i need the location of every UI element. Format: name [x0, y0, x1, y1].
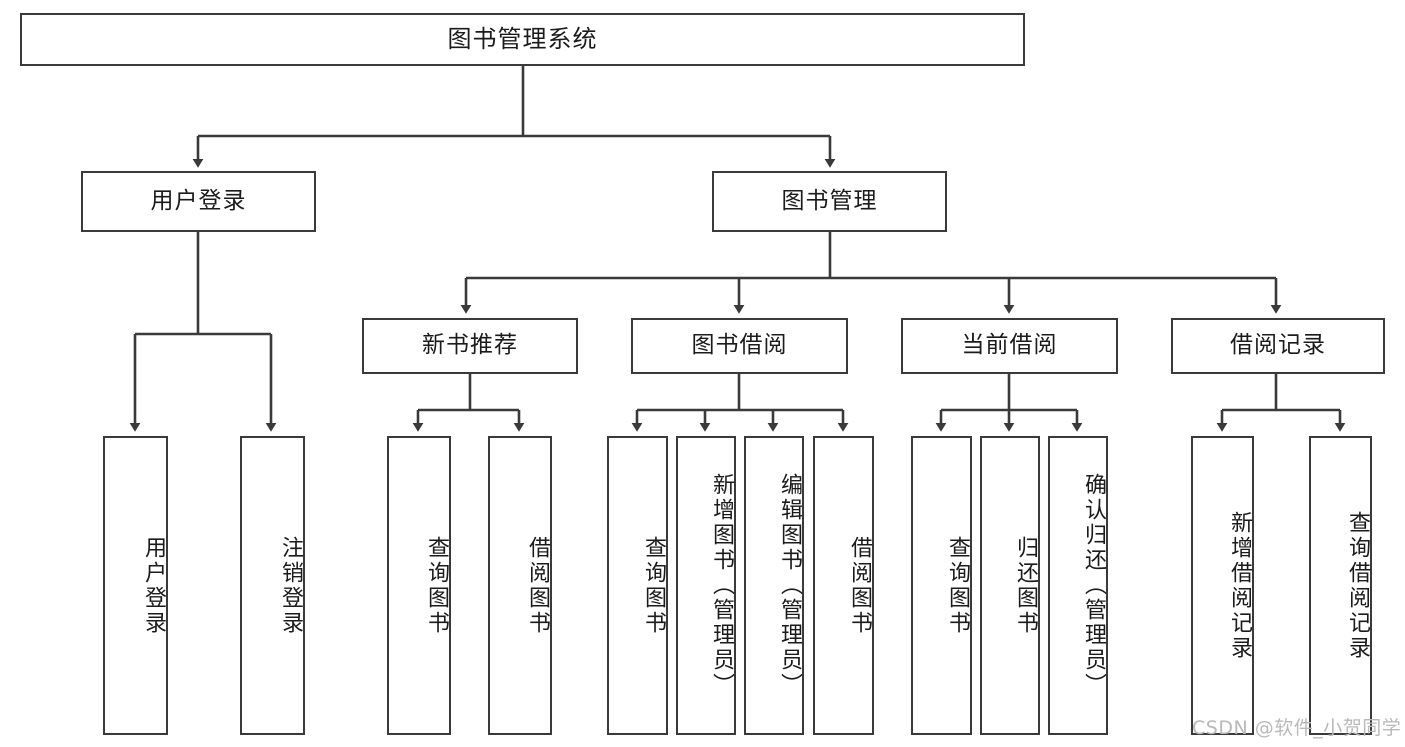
leaf-borrow-book[interactable]: 借阅图书	[813, 436, 874, 735]
leaf-label: 查询图书	[641, 535, 666, 636]
leaf-edit-book-admin[interactable]: 编辑图书（管理员）	[744, 436, 804, 735]
node-book-borrow[interactable]: 图书借阅	[631, 318, 848, 374]
leaf-label: 查询图书	[424, 535, 449, 636]
node-user-login[interactable]: 用户登录	[81, 171, 316, 232]
leaf-label: 借阅图书	[847, 535, 872, 636]
leaf-label: 借阅图书	[525, 535, 550, 636]
leaf-query-book-recommend[interactable]: 查询图书	[387, 436, 451, 735]
leaf-label: 新增借阅记录	[1227, 510, 1252, 661]
leaf-query-book-current[interactable]: 查询图书	[911, 436, 972, 735]
leaf-label: 注销登录	[278, 535, 303, 636]
node-new-book-recommend[interactable]: 新书推荐	[362, 318, 578, 374]
leaf-label: 确认归还（管理员）	[1081, 473, 1106, 698]
leaf-add-borrow-record[interactable]: 新增借阅记录	[1191, 436, 1254, 735]
leaf-query-borrow-record[interactable]: 查询借阅记录	[1309, 436, 1372, 735]
leaf-return-book[interactable]: 归还图书	[980, 436, 1040, 735]
csdn-watermark: CSDN @软件_小贺同学	[1192, 717, 1402, 739]
leaf-borrow-book-recommend[interactable]: 借阅图书	[488, 436, 552, 735]
leaf-confirm-return-admin[interactable]: 确认归还（管理员）	[1048, 436, 1108, 735]
leaf-logout[interactable]: 注销登录	[240, 436, 305, 735]
node-borrow-record[interactable]: 借阅记录	[1171, 318, 1385, 374]
leaf-label: 新增图书（管理员）	[709, 473, 734, 698]
leaf-label: 编辑图书（管理员）	[777, 473, 802, 698]
node-root-system[interactable]: 图书管理系统	[20, 13, 1025, 66]
leaf-label: 查询图书	[945, 535, 970, 636]
leaf-add-book-admin[interactable]: 新增图书（管理员）	[676, 436, 736, 735]
leaf-label: 归还图书	[1013, 535, 1038, 636]
leaf-label: 查询借阅记录	[1345, 510, 1370, 661]
node-book-manage[interactable]: 图书管理	[712, 171, 947, 232]
node-current-borrow[interactable]: 当前借阅	[901, 318, 1118, 374]
leaf-user-login[interactable]: 用户登录	[103, 436, 168, 735]
leaf-query-book-borrow[interactable]: 查询图书	[607, 436, 668, 735]
leaf-label: 用户登录	[141, 535, 166, 636]
